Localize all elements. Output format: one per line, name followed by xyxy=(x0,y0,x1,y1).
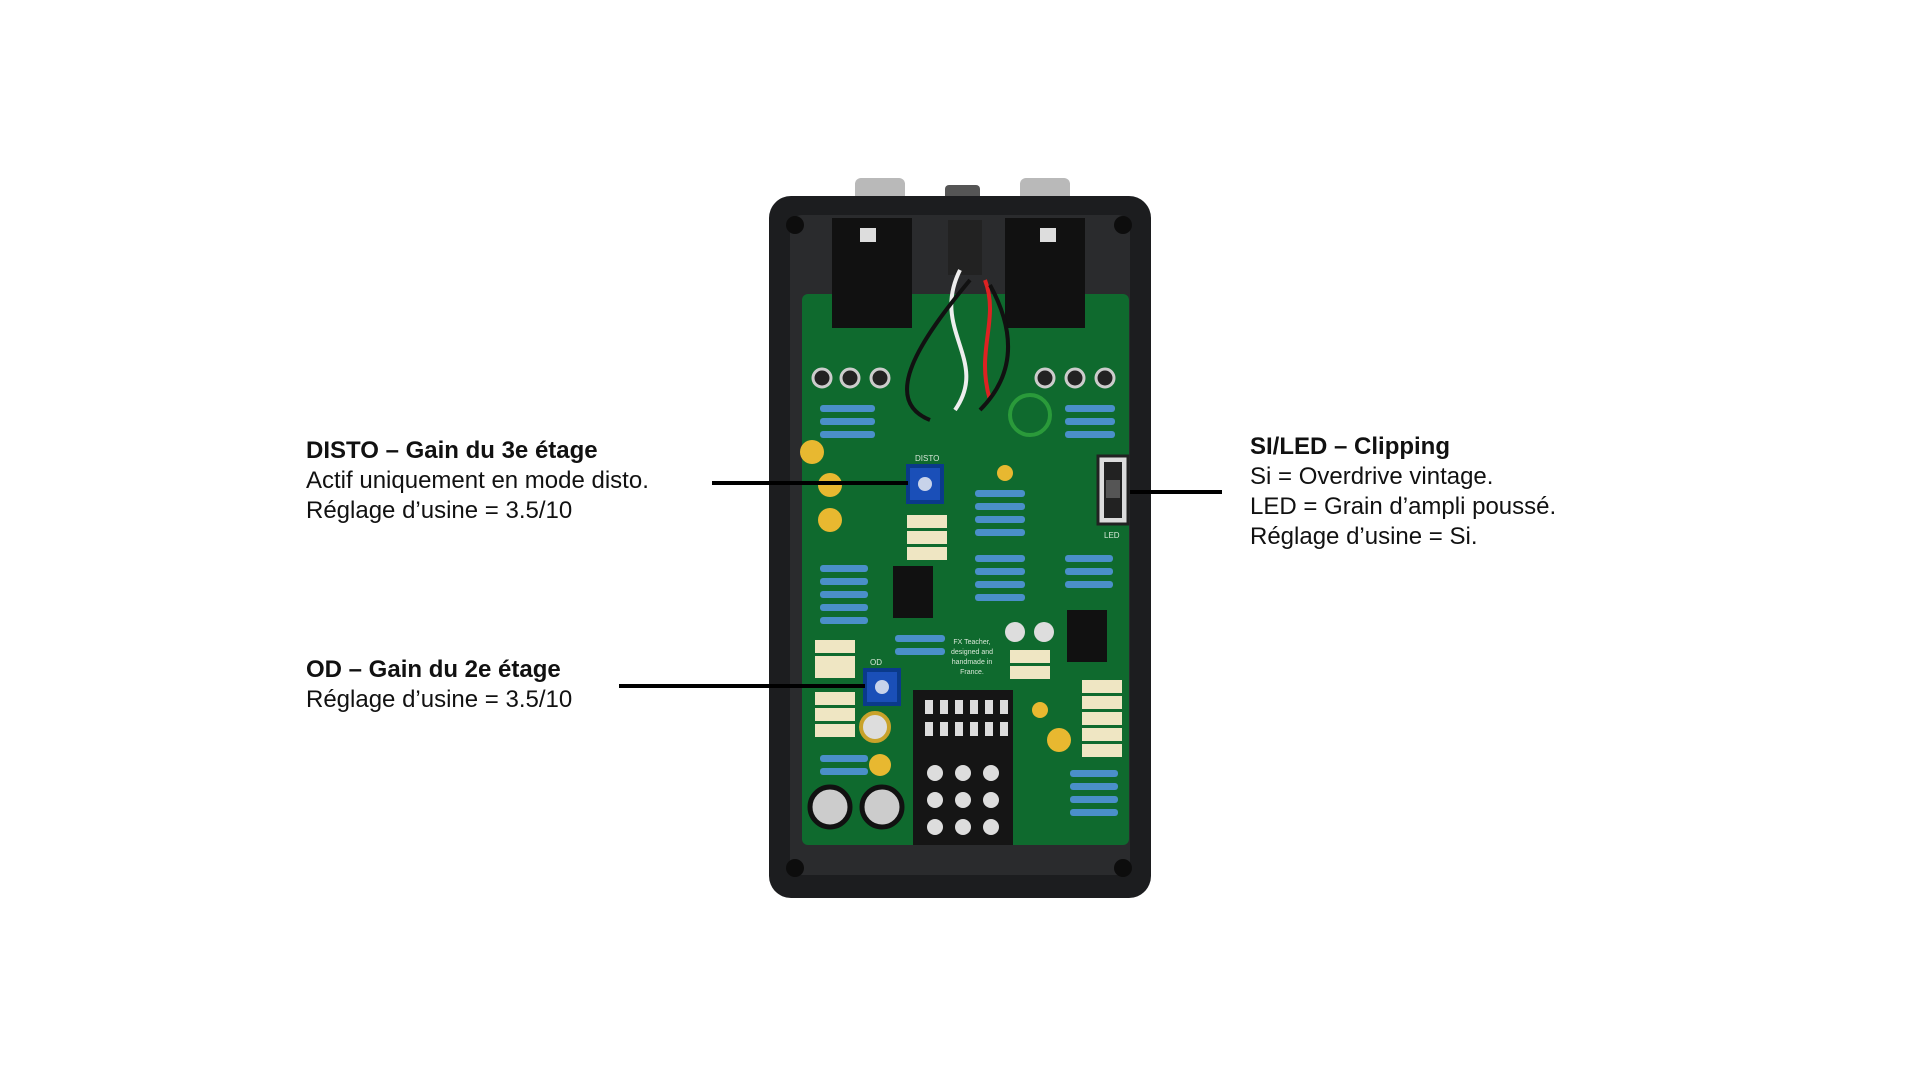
silk-disto: DISTO xyxy=(915,454,939,463)
clipping-callout-line xyxy=(1130,490,1222,494)
dip-socket xyxy=(913,690,1013,845)
clipping-si: Si = Overdrive vintage. xyxy=(1250,463,1494,490)
svg-text:FX Teacher,: FX Teacher, xyxy=(953,639,990,646)
od-callout-line xyxy=(619,684,865,688)
film-capacitors xyxy=(815,515,1122,757)
od-annotation: OD – Gain du 2e étage Réglage d’usine = … xyxy=(306,655,572,715)
clipping-factory-setting: Réglage d’usine = Si. xyxy=(1250,523,1478,550)
silk-credit: FX Teacher, designed and handmade in Fra… xyxy=(951,639,993,676)
clipping-title: SI/LED – Clipping xyxy=(1250,433,1451,460)
capacitors xyxy=(800,440,1071,830)
od-factory-setting: Réglage d’usine = 3.5/10 xyxy=(306,686,573,713)
input-output-jacks xyxy=(832,218,1085,328)
disto-factory-setting: Réglage d’usine = 3.5/10 xyxy=(306,497,573,524)
clipping-annotation: SI/LED – Clipping Si = Overdrive vintage… xyxy=(1250,432,1556,552)
disto-annotation: DISTO – Gain du 3e étage Actif uniquemen… xyxy=(306,436,649,526)
resistors xyxy=(820,405,1118,816)
clipping-led: LED = Grain d’ampli poussé. xyxy=(1250,493,1557,520)
clipping-switch xyxy=(1096,454,1130,526)
disto-callout-line xyxy=(712,481,908,485)
svg-text:France.: France. xyxy=(960,669,984,676)
screw-holes xyxy=(786,216,1132,877)
disto-desc: Actif uniquement en mode disto. xyxy=(306,467,649,494)
od-title: OD – Gain du 2e étage xyxy=(306,656,561,683)
silk-od: OD xyxy=(870,658,882,667)
svg-text:handmade in: handmade in xyxy=(952,659,993,666)
op-amps xyxy=(893,566,1107,662)
silk-led: LED xyxy=(1104,531,1120,540)
disto-title: DISTO – Gain du 3e étage xyxy=(306,437,598,464)
od-trimpot xyxy=(863,668,901,706)
disto-trimpot xyxy=(906,464,944,504)
wires xyxy=(905,269,1052,437)
svg-text:designed and: designed and xyxy=(951,649,993,656)
